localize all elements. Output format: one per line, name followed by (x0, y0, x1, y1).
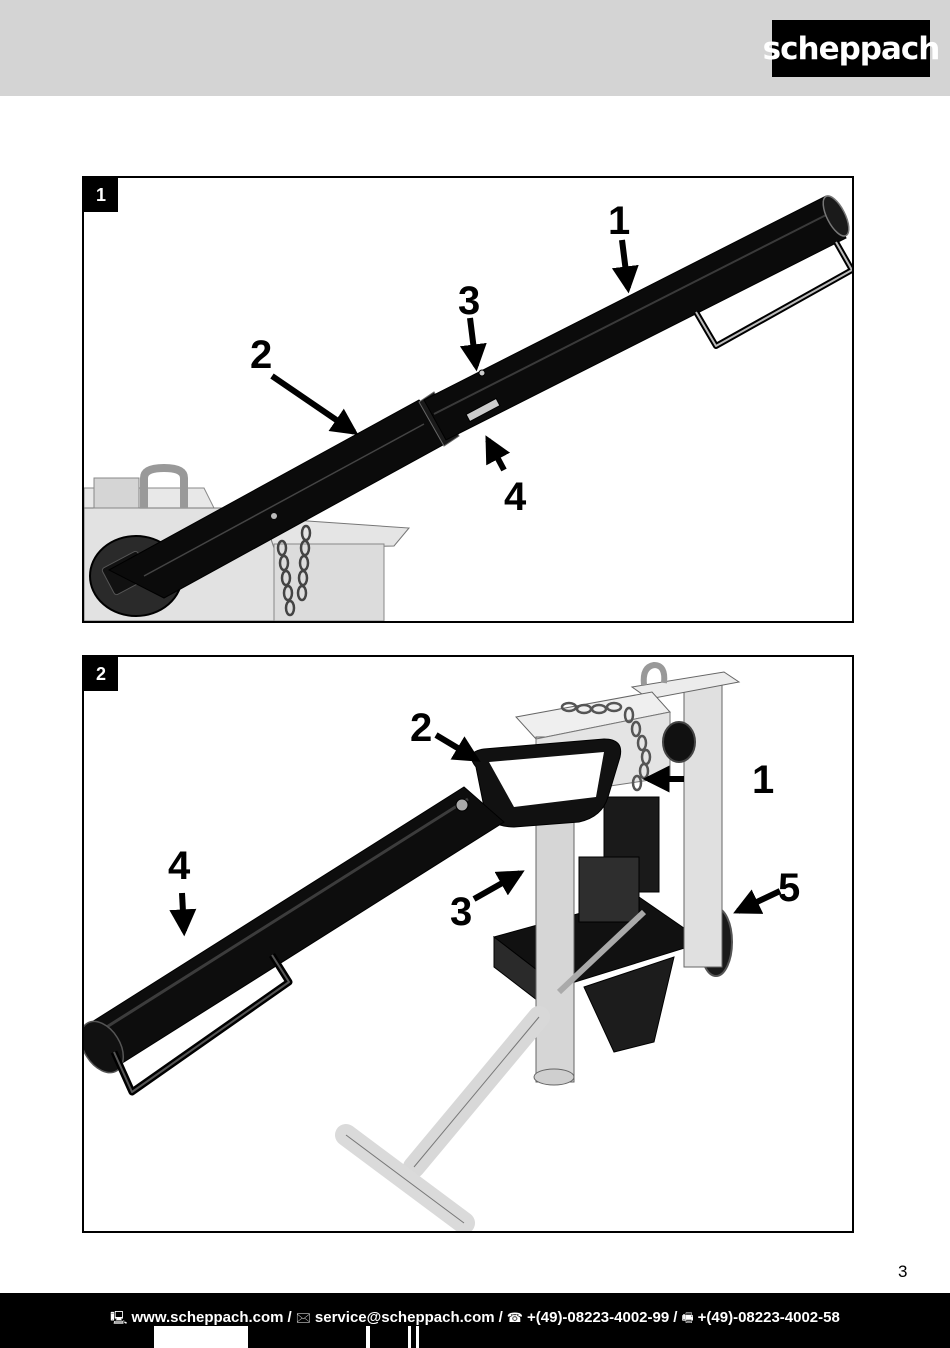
website-link[interactable]: www.scheppach.com (131, 1309, 284, 1326)
separator: / (287, 1309, 292, 1326)
callout-4-label: 4 (504, 475, 527, 519)
t-handle-edge (345, 1134, 465, 1224)
fax-icon: 🖷 (681, 1311, 694, 1326)
callout-1-label: 1 (608, 199, 630, 243)
callout-5-arrow (733, 888, 782, 914)
lifting-eye (640, 661, 668, 686)
locking-pin (465, 397, 501, 423)
rear-column (683, 681, 723, 968)
figure-2-number: 2 (84, 657, 118, 691)
callout-4-arrow (169, 892, 197, 937)
callout-1-label: 1 (752, 758, 774, 802)
chain (560, 701, 652, 792)
chain (276, 524, 312, 617)
coupling-bolt (662, 721, 696, 763)
upper-lever-tube (423, 195, 847, 441)
lever-tube-highlight (93, 797, 469, 1037)
footer-contact-line: 🖳www.scheppach.com/🖂service@scheppach.co… (0, 1309, 950, 1331)
lever-tube-end (84, 1020, 125, 1074)
stand-leg-edge (413, 1016, 540, 1168)
tube-highlight (433, 211, 833, 415)
figure-1-illustration: 1 2 3 4 (84, 195, 852, 621)
figure-2-illustration: 1 2 3 4 5 (84, 661, 800, 1231)
phone-number: +(49)-08223-4002-99 (527, 1309, 670, 1326)
pump-housing (578, 856, 640, 923)
callout-3-label: 3 (450, 890, 472, 934)
callout-3-label: 3 (458, 279, 480, 323)
callout-3-arrow (459, 317, 487, 372)
lower-lever-highlight (143, 423, 425, 577)
figure-1-number: 1 (84, 178, 118, 212)
footer-color-strip (366, 1326, 370, 1348)
callout-1-arrow (611, 239, 639, 294)
tube-handle-inner (695, 241, 852, 347)
scheppach-logo: scheppach (763, 20, 940, 77)
fax-number: +(49)-08223-4002-58 (697, 1309, 840, 1326)
separator: / (498, 1309, 503, 1326)
lifting-eye (140, 463, 188, 508)
foot-plate (583, 956, 675, 1053)
tube-end-cap (822, 195, 850, 237)
callout-2-arrow (434, 732, 481, 762)
figure-1: 1 (82, 176, 854, 623)
callout-5-label: 5 (778, 866, 800, 910)
footer-color-strip (408, 1326, 411, 1348)
callout-2-label: 2 (250, 333, 272, 377)
computer-icon: 🖳 (110, 1311, 128, 1326)
lever-tube (84, 786, 505, 1068)
column-side (273, 543, 385, 621)
pin-hole (478, 369, 486, 377)
telephone-icon: ☎ (506, 1311, 523, 1326)
callout-2-label: 2 (410, 706, 432, 750)
callout-4-arrow (485, 435, 511, 472)
callout-3-arrow (472, 870, 525, 902)
top-bracket (93, 477, 140, 509)
footer-color-strip (154, 1326, 248, 1348)
lever-hole (271, 513, 277, 519)
column-foot (533, 1068, 575, 1086)
page-number: 3 (898, 1262, 908, 1281)
envelope-icon: 🖂 (295, 1311, 311, 1326)
figure-2: 2 (82, 655, 854, 1233)
email-link[interactable]: service@scheppach.com (314, 1309, 495, 1326)
separator: / (673, 1309, 678, 1326)
strap-opening (489, 752, 604, 807)
callout-2-arrow (270, 373, 359, 436)
lever-handle-inner (113, 954, 290, 1093)
callout-4-label: 4 (168, 844, 191, 888)
strap-bolt (455, 798, 469, 812)
guide-rod (556, 909, 647, 995)
footer-color-strip (416, 1326, 419, 1348)
footer-bar: 🖳www.scheppach.com/🖂service@scheppach.co… (0, 1293, 950, 1348)
